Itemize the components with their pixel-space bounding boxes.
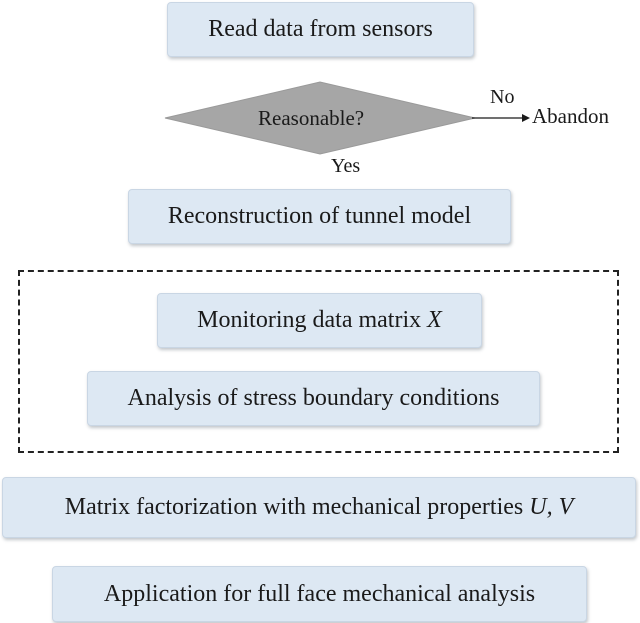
- monitoring-label: Monitoring data matrix: [197, 307, 422, 333]
- yes-branch-label: Yes: [331, 155, 361, 177]
- stress-analysis-step: Analysis of stress boundary conditions: [87, 371, 540, 426]
- dashed-group-border: [18, 270, 619, 453]
- reconstruction-step: Reconstruction of tunnel model: [128, 189, 511, 244]
- reconstruction-label: Reconstruction of tunnel model: [167, 203, 472, 229]
- stress-analysis-label: Analysis of stress boundary conditions: [127, 385, 500, 411]
- application-label: Application for full face mechanical ana…: [103, 580, 536, 607]
- application-step: Application for full face mechanical ana…: [52, 566, 587, 622]
- decision-label: Reasonable?: [258, 106, 365, 130]
- no-branch-label: No: [490, 86, 515, 108]
- read-sensors-step: Read data from sensors: [167, 2, 474, 57]
- abandon-label: Abandon: [532, 104, 609, 128]
- matrix-factorization-step: Matrix factorization with mechanical pro…: [2, 477, 636, 538]
- matrix-factorization-label: Matrix factorization with mechanical pro…: [64, 494, 524, 520]
- abandon-arrow: [472, 114, 530, 122]
- read-sensors-label: Read data from sensors: [208, 16, 433, 42]
- matrix-variables: U, V: [529, 494, 574, 520]
- monitoring-variable: X: [427, 307, 442, 333]
